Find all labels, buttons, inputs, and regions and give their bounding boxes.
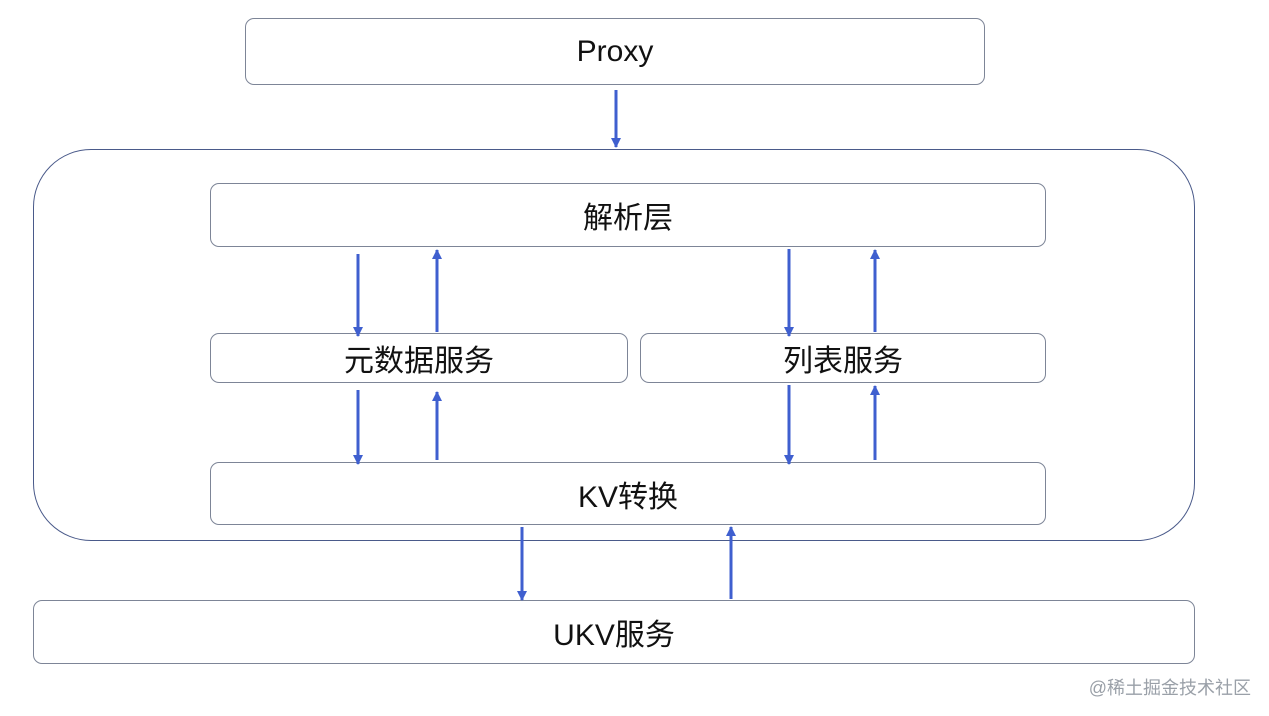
proxy-box: Proxy xyxy=(245,18,985,85)
metadata-service-box: 元数据服务 xyxy=(210,333,628,383)
parse-layer-label: 解析层 xyxy=(583,202,673,235)
metadata-service-label: 元数据服务 xyxy=(344,345,494,378)
kv-convert-label: KV转换 xyxy=(577,480,679,514)
ukv-service-box: UKV服务 xyxy=(33,600,1195,664)
kv-convert-box: KV转换 xyxy=(210,462,1046,525)
proxy-label: Proxy xyxy=(576,34,654,68)
ukv-service-label: UKV服务 xyxy=(553,619,675,652)
list-service-label: 列表服务 xyxy=(783,345,903,378)
parse-layer-box: 解析层 xyxy=(210,183,1046,247)
watermark: @稀土掘金技术社区 xyxy=(1088,678,1251,698)
list-service-box: 列表服务 xyxy=(640,333,1046,383)
